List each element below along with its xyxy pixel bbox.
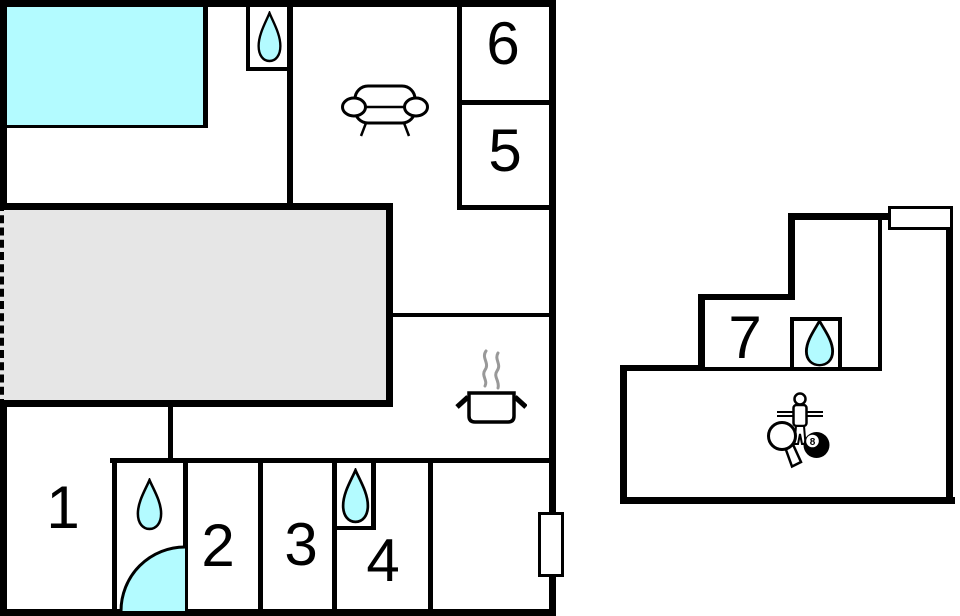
wall-segment <box>110 458 549 463</box>
steam-icon <box>482 349 489 388</box>
window-icon <box>538 512 564 577</box>
eight-ball-label: 8 <box>810 437 816 448</box>
room-label-6: 6 <box>486 10 520 77</box>
water-drop-icon <box>136 478 163 531</box>
steam-icon <box>494 351 501 390</box>
water-drop-icon <box>804 319 835 367</box>
wall-segment <box>183 461 188 609</box>
wall-segment <box>0 400 7 616</box>
games-icons: 8 <box>767 392 830 469</box>
wall-segment <box>246 0 250 71</box>
wall-segment <box>620 365 705 371</box>
wall-segment <box>698 294 795 300</box>
foosball-player-icon <box>777 392 823 445</box>
wall-segment <box>790 317 794 371</box>
sofa-icon <box>341 84 429 137</box>
room-label-1: 1 <box>46 474 80 541</box>
wall-segment <box>790 317 842 321</box>
wall-segment <box>287 0 293 207</box>
room-label-2: 2 <box>201 512 235 579</box>
terrace-area <box>0 203 393 407</box>
room-label-7: 7 <box>728 304 762 371</box>
shower-corner-icon <box>119 545 185 611</box>
wall-segment <box>168 403 173 461</box>
room-label-3: 3 <box>284 511 318 578</box>
wall-segment <box>457 7 462 210</box>
wall-segment <box>549 0 556 616</box>
wall-segment <box>788 213 890 220</box>
wall-segment <box>0 0 556 7</box>
billiard-8-ball-icon: 8 <box>803 432 830 458</box>
wall-segment <box>788 213 795 300</box>
room-label-5: 5 <box>488 117 522 184</box>
wall-segment <box>620 365 627 504</box>
wall-segment <box>838 317 842 371</box>
cooking-pot-icon <box>455 349 527 424</box>
wall-segment <box>390 313 549 317</box>
wall-segment <box>428 461 433 609</box>
wall-segment <box>878 219 882 371</box>
wall-segment <box>946 213 953 504</box>
wall-segment <box>203 0 208 128</box>
wall-segment <box>332 461 337 609</box>
wall-segment <box>0 0 7 210</box>
window-icon <box>888 206 953 230</box>
wall-segment <box>332 526 376 530</box>
water-drop-icon <box>341 468 370 524</box>
table-tennis-paddle-icon <box>767 421 803 469</box>
wall-segment <box>698 294 705 371</box>
wall-segment <box>246 67 292 71</box>
wall-segment <box>371 461 376 530</box>
water-drop-icon <box>257 11 282 63</box>
wall-segment <box>0 609 556 616</box>
room-label-4: 4 <box>366 527 400 594</box>
wall-segment <box>457 205 549 210</box>
bed-area <box>4 3 207 128</box>
wall-segment <box>457 100 549 105</box>
wall-segment <box>620 497 955 504</box>
wall-segment <box>258 461 263 609</box>
wall-segment <box>112 461 117 609</box>
